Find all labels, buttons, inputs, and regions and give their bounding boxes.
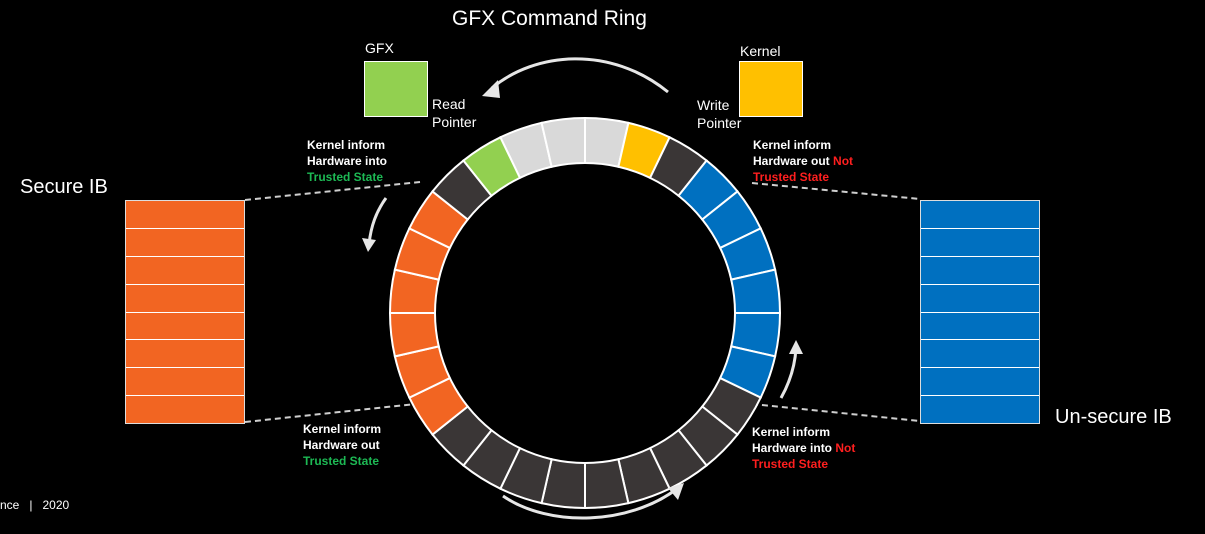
left-arrow-head [362, 238, 376, 252]
ib-row [126, 256, 244, 285]
ib-row [921, 201, 1039, 229]
ib-row [921, 340, 1039, 369]
note-text: Not [833, 154, 854, 168]
ib-row [126, 368, 244, 397]
ib-row [921, 396, 1039, 423]
note-line: Trusted State [752, 457, 829, 471]
ib-row [126, 312, 244, 341]
note-line: Kernel inform [752, 425, 831, 439]
note-text: Hardware out [753, 154, 830, 168]
secure-ib-label: Secure IB [20, 176, 108, 198]
ib-row [126, 340, 244, 369]
note-out-not-trusted: Kernel inform Hardware out Not Trusted S… [753, 137, 853, 185]
note-into-trusted: Kernel inform Hardware into Trusted Stat… [307, 137, 387, 185]
note-line: Hardware out [303, 438, 380, 452]
direction-arrows [362, 57, 803, 520]
note-line: Kernel inform [307, 138, 386, 152]
gfx-square [364, 61, 428, 117]
write-pointer-line1: Write [697, 97, 730, 113]
kernel-label: Kernel [740, 43, 781, 59]
ib-row [921, 368, 1039, 397]
command-ring [388, 116, 782, 510]
note-line: Kernel inform [753, 138, 832, 152]
footer-text: nce | 2020 [0, 498, 70, 512]
left-arrow [367, 197, 388, 245]
kernel-square [739, 61, 803, 117]
read-pointer-label: Read Pointer [432, 95, 476, 131]
secure-ib-bottom-connector [244, 402, 426, 423]
ib-row [921, 312, 1039, 341]
note-line: Hardware out Not [753, 153, 853, 169]
connector-lines [244, 181, 921, 423]
note-line: Trusted State [753, 170, 830, 184]
ib-row [921, 256, 1039, 285]
bottom-arrow [502, 486, 679, 520]
unsecure-ib-buffer [920, 200, 1040, 424]
top-arrow [491, 57, 669, 94]
ib-row [921, 284, 1039, 313]
ib-row [126, 228, 244, 257]
top-arrow-head [482, 80, 500, 98]
ib-row [126, 284, 244, 313]
write-pointer-label: Write Pointer [697, 96, 741, 132]
note-line: Kernel inform [303, 422, 382, 436]
note-text: Hardware into [752, 441, 833, 455]
unsecure-ib-label: Un-secure IB [1055, 406, 1172, 428]
note-line: Hardware into [307, 154, 388, 168]
secure-ib-buffer [125, 200, 245, 424]
diagram-title: GFX Command Ring [452, 7, 647, 30]
note-line: Trusted State [303, 454, 380, 468]
gfx-label: GFX [365, 40, 394, 56]
right-arrow [779, 347, 798, 399]
bottom-arrow-head [668, 483, 684, 500]
ib-row [126, 396, 244, 423]
write-pointer-line2: Pointer [697, 115, 742, 131]
note-text: Not [835, 441, 856, 455]
note-into-not-trusted: Kernel inform Hardware into Not Trusted … [752, 424, 855, 472]
ib-row [126, 201, 244, 229]
read-pointer-line2: Pointer [432, 114, 477, 130]
unsecure-ib-bottom-connector [751, 403, 921, 422]
ring-segment [462, 135, 522, 198]
note-line: Hardware into Not [752, 440, 855, 456]
note-out-trusted: Kernel inform Hardware out Trusted State [303, 421, 381, 469]
note-line: Trusted State [307, 170, 384, 184]
ib-row [921, 228, 1039, 257]
read-pointer-line1: Read [432, 96, 466, 112]
unsecure-ib-top-connector [751, 182, 921, 200]
right-arrow-head [789, 340, 803, 354]
